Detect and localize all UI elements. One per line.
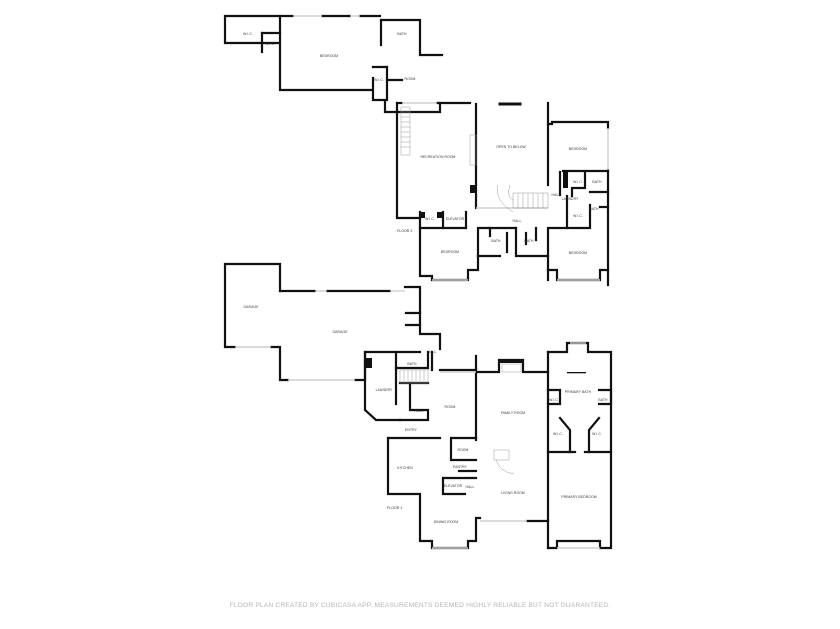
room-label-hall: HALL: [551, 193, 561, 197]
room-label-wic: W.I.C.: [265, 42, 275, 46]
room-label-primary-bath: PRIMARY BATH: [564, 390, 592, 394]
room-label-pantry: PANTRY: [452, 465, 468, 469]
room-label-bath: BATH: [491, 239, 501, 243]
room-label-hall: HALL: [414, 409, 424, 413]
room-label-bath: BATH: [397, 32, 407, 36]
room-label-wic: W.I.C.: [592, 432, 602, 436]
room-label-elevator: ELEVATOR: [443, 484, 463, 488]
stairs-floor-2: [400, 106, 549, 213]
room-label-wic: W.I.C.: [425, 217, 435, 221]
room-label-bath: BATH: [524, 239, 534, 243]
room-label-room: ROOM: [457, 448, 469, 452]
room-label-wic: W.I.C.: [573, 214, 583, 218]
walls-floor-1: [223, 262, 613, 550]
room-label-kitchen: KITCHEN: [397, 466, 413, 470]
room-label-hall: HALL: [427, 350, 437, 354]
disclaimer-text: FLOOR PLAN CREATED BY CUBICASA APP. MEAS…: [229, 602, 611, 609]
room-label-bath: BATH: [592, 180, 602, 184]
room-label-bath: BATH: [598, 398, 608, 402]
room-label-bedroom: BEDROOM: [319, 54, 339, 58]
solid-blocks-floor-2: [420, 172, 568, 218]
room-label-wic: W.I.C.: [573, 180, 583, 184]
floor-1-label: FLOOR 1: [387, 506, 403, 510]
room-label-open-to-below: OPEN TO BELOW: [496, 145, 526, 149]
stairs-floor-1: [399, 363, 522, 475]
room-label-garage: GARAGE: [332, 330, 348, 334]
solid-blocks-floor-1: [366, 358, 586, 374]
floor-2-label: FLOOR 2: [397, 229, 413, 233]
openings-floor-2: [293, 15, 609, 281]
room-label-bath: BATH: [407, 362, 417, 366]
room-label-hall: HALL: [465, 485, 475, 489]
room-label-living-room: LIVING ROOM: [501, 491, 525, 495]
room-label-entry: ENTRY: [405, 428, 417, 432]
room-label-bath: BATH: [589, 207, 599, 211]
room-label-wic: W.I.C.: [243, 32, 253, 36]
room-label-hall: HALL: [512, 219, 522, 223]
room-label-dining-room: DINING ROOM: [433, 520, 459, 524]
room-label-wic: W.I.C.: [553, 432, 563, 436]
room-label-room: ROOM: [444, 405, 456, 409]
room-label-recreation-room: RECREATION ROOM: [420, 155, 456, 159]
room-label-room: ROOM: [404, 77, 416, 81]
room-label-primary-bedroom: PRIMARY BEDROOM: [561, 495, 597, 499]
room-label-wic: W.I.C.: [374, 78, 384, 82]
room-label-garage: GARAGE: [243, 305, 259, 309]
room-label-bedroom: BEDROOM: [568, 251, 588, 255]
openings-floor-1: [235, 290, 600, 549]
room-label-elevator: ELEVATOR: [445, 217, 465, 221]
room-label-laundry: LAUNDRY: [375, 388, 393, 392]
room-label-family-room: FAMILY ROOM: [500, 411, 526, 415]
room-label-laundry: LAUNDRY: [561, 197, 579, 201]
room-label-bedroom: BEDROOM: [568, 147, 588, 151]
room-label-bedroom: BEDROOM: [440, 250, 460, 254]
walls-floor-2: [223, 14, 610, 287]
room-label-wic: W.I.C.: [549, 398, 559, 402]
